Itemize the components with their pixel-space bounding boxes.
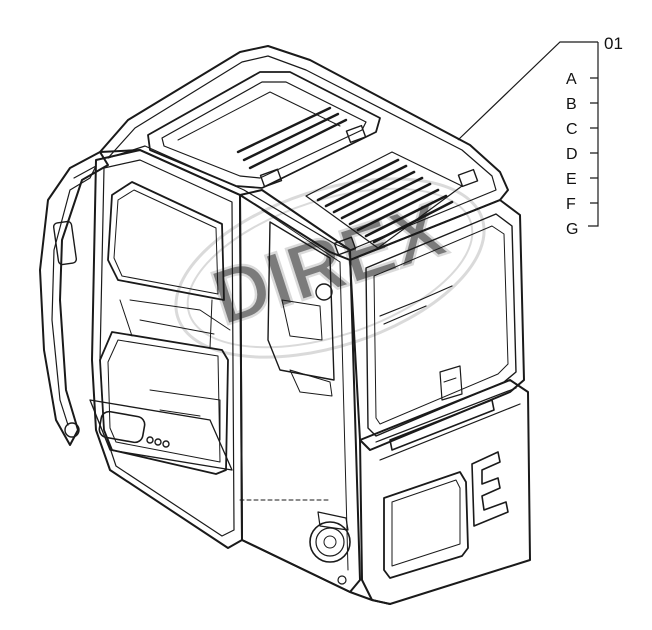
front-lower-panel <box>359 379 531 605</box>
sub-label-f: F <box>566 196 576 213</box>
door-outline <box>39 151 109 446</box>
roof-hatch <box>147 71 381 189</box>
bracket-line <box>588 42 599 227</box>
callout-01 <box>457 41 599 227</box>
callout-number: 01 <box>604 34 623 53</box>
lower-front-window <box>383 471 469 579</box>
sub-label-list: A B C D E F G <box>566 71 578 238</box>
side-window <box>107 181 225 301</box>
sub-label-b: B <box>566 96 577 113</box>
sub-label-a: A <box>566 71 577 88</box>
door-handle <box>52 220 78 266</box>
roof-outline <box>99 45 509 261</box>
sub-label-e: E <box>566 171 577 188</box>
vent-round <box>309 521 351 563</box>
roof-vents <box>316 158 454 244</box>
sub-label-d: D <box>566 146 578 163</box>
leader-line <box>457 41 598 141</box>
sub-label-g: G <box>566 221 578 238</box>
sub-label-c: C <box>566 121 578 138</box>
lower-side-window <box>99 331 229 475</box>
operator-cab <box>39 45 531 605</box>
front-window <box>349 199 525 451</box>
